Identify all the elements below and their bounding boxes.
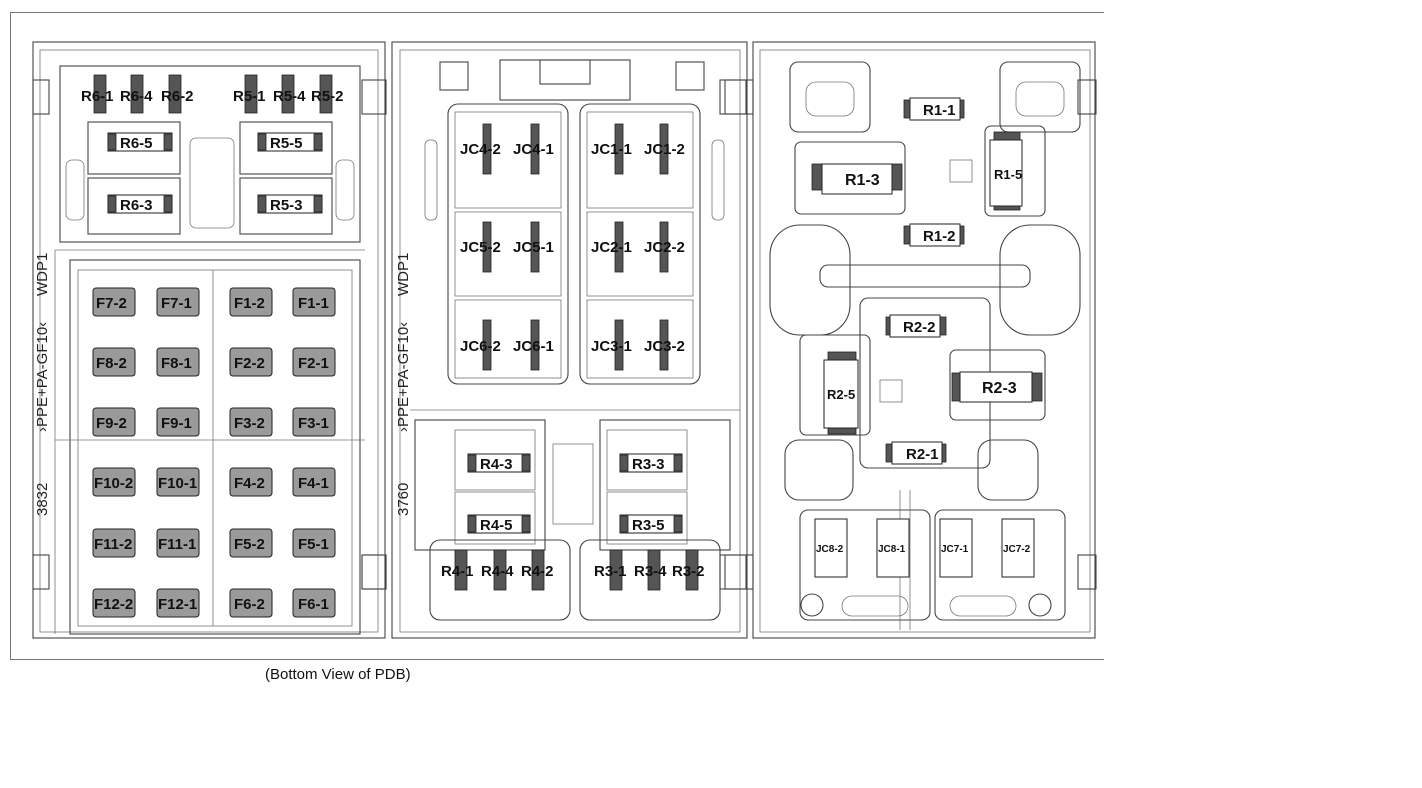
junction-label: JC6-2 — [460, 338, 501, 355]
junction-label: JC2-1 — [591, 239, 632, 256]
fuse-label: F12-1 — [158, 596, 197, 613]
relay-label: R1-3 — [845, 172, 880, 189]
left-material-text: ›PPE+PA-GF10‹ — [34, 322, 51, 432]
relay-label: R5-2 — [311, 88, 344, 105]
diagram-caption: (Bottom View of PDB) — [265, 666, 411, 683]
right-relays: R1-1 R1-3 R1-5 R1-2 R2-2 R2-5 R2-3 — [811, 97, 1043, 465]
fuse-label: F11-1 — [158, 536, 196, 553]
middle-relays: R4-3 R3-3 R4-5 R3-5 R4-1 R4-4 R4-2 R3-1 … — [441, 453, 705, 591]
relay-label: R4-5 — [480, 517, 513, 534]
relay-label: R3-2 — [672, 563, 705, 580]
fuse-label: F1-2 — [234, 295, 265, 312]
relay-label: R6-3 — [120, 197, 153, 214]
left-mid-relays: R6-5 R5-5 R6-3 R5-3 — [107, 132, 323, 214]
relay-label: R3-4 — [634, 563, 667, 580]
fuse-label: F3-1 — [298, 415, 329, 432]
fuse-label: F11-2 — [94, 536, 132, 553]
relay-label: R2-3 — [982, 380, 1017, 397]
junction-label: JC8-1 — [878, 544, 906, 555]
junction-label: JC8-2 — [816, 544, 844, 555]
fuse-box-diagram: 3832 ›PPE+PA-GF10‹ WDP1 3760 ›PPE+PA-GF1… — [32, 41, 1097, 639]
fuse-label: F5-2 — [234, 536, 265, 553]
diagram-frame — [10, 12, 1104, 660]
relay-label: R4-3 — [480, 456, 513, 473]
fuse-label: F4-2 — [234, 475, 265, 492]
relay-label: R3-1 — [594, 563, 627, 580]
fuse-grid: F7-2 F7-1 F1-2 F1-1 F8-2 F8-1 F2-2 F2-1 … — [92, 287, 336, 618]
relay-label: R1-5 — [994, 167, 1022, 182]
right-junctions: JC8-2 JC8-1 JC7-1 JC7-2 — [814, 518, 1035, 578]
relay-label: R1-1 — [923, 102, 956, 119]
fuse-label: F9-1 — [161, 415, 192, 432]
fuse-label: F8-2 — [96, 355, 127, 372]
fuse-label: F2-1 — [298, 355, 329, 372]
junction-label: JC7-2 — [1003, 544, 1031, 555]
mid-material-text: ›PPE+PA-GF10‹ — [395, 322, 412, 432]
junction-grid: JC4-2 JC4-1 JC1-1 JC1-2 JC5-2 JC5-1 JC2-… — [460, 123, 685, 371]
mid-code2-text: WDP1 — [395, 253, 412, 296]
junction-label: JC3-1 — [591, 338, 632, 355]
relay-label: R6-4 — [120, 88, 153, 105]
fuse-label: F9-2 — [96, 415, 127, 432]
relay-label: R4-4 — [481, 563, 514, 580]
junction-label: JC5-1 — [513, 239, 554, 256]
relay-label: R5-1 — [233, 88, 266, 105]
left-code-text: 3832 — [34, 483, 51, 516]
junction-label: JC2-2 — [644, 239, 685, 256]
junction-label: JC1-1 — [591, 141, 632, 158]
left-top-relays: R6-1 R6-4 R6-2 R5-1 R5-4 R5-2 — [81, 74, 344, 114]
fuse-label: F3-2 — [234, 415, 265, 432]
fuse-label: F2-2 — [234, 355, 265, 372]
relay-label: R1-2 — [923, 228, 956, 245]
fuse-label: F10-2 — [94, 475, 133, 492]
relay-label: R3-3 — [632, 456, 665, 473]
relay-label: R2-1 — [906, 446, 939, 463]
fuse-label: F7-1 — [161, 295, 192, 312]
relay-label: R6-2 — [161, 88, 194, 105]
fuse-label: F12-2 — [94, 596, 133, 613]
junction-label: JC3-2 — [644, 338, 685, 355]
fuse-label: F5-1 — [298, 536, 329, 553]
right-panel — [724, 41, 1097, 639]
relay-label: R6-1 — [81, 88, 114, 105]
left-panel — [32, 41, 387, 639]
fuse-label: F1-1 — [298, 295, 329, 312]
relay-label: R3-5 — [632, 517, 665, 534]
junction-label: JC4-2 — [460, 141, 501, 158]
relay-label: R4-1 — [441, 563, 474, 580]
relay-label: R5-3 — [270, 197, 303, 214]
junction-label: JC1-2 — [644, 141, 685, 158]
junction-label: JC5-2 — [460, 239, 501, 256]
mid-code-text: 3760 — [395, 483, 412, 516]
relay-label: R5-4 — [273, 88, 306, 105]
relay-label: R5-5 — [270, 135, 303, 152]
junction-label: JC4-1 — [513, 141, 554, 158]
left-code2-text: WDP1 — [34, 253, 51, 296]
relay-label: R6-5 — [120, 135, 153, 152]
fuse-label: F4-1 — [298, 475, 329, 492]
fuse-label: F10-1 — [158, 475, 197, 492]
fuse-label: F8-1 — [161, 355, 192, 372]
middle-panel — [361, 41, 748, 639]
junction-label: JC6-1 — [513, 338, 554, 355]
fuse-label: F7-2 — [96, 295, 127, 312]
junction-label: JC7-1 — [941, 544, 969, 555]
fuse-label: F6-2 — [234, 596, 265, 613]
relay-label: R4-2 — [521, 563, 554, 580]
relay-label: R2-5 — [827, 387, 855, 402]
relay-label: R2-2 — [903, 319, 936, 336]
fuse-label: F6-1 — [298, 596, 329, 613]
